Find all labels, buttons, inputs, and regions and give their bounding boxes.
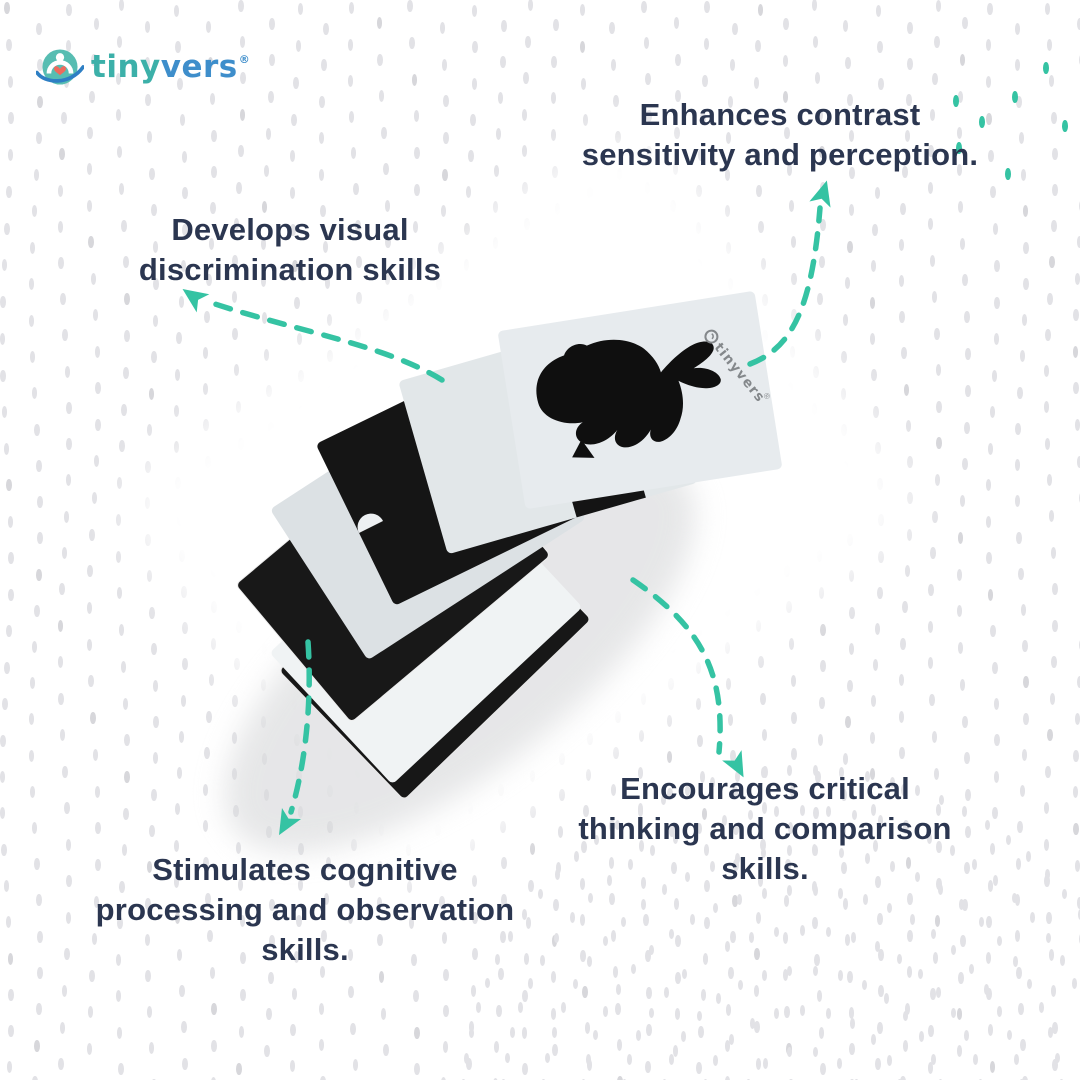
benefit-line: Develops visual (171, 212, 409, 247)
benefit-line: discrimination skills (138, 252, 442, 287)
registered-mark: ® (238, 52, 251, 66)
benefit-line: skills. (721, 851, 809, 886)
rabbit-silhouette (536, 339, 721, 458)
logo-text-vers: vers (160, 48, 238, 85)
benefit-line: thinking and comparison (578, 811, 952, 846)
benefit-line: sensitivity and perception. (581, 137, 979, 172)
benefit-line: Stimulates cognitive (152, 852, 458, 887)
benefit-line: processing and observation (95, 892, 515, 927)
logo-text-tiny: tiny (91, 48, 161, 85)
benefit-cognitive-processing: Stimulates cognitive processing and obse… (55, 850, 555, 970)
benefit-line: Enhances contrast (639, 97, 921, 132)
benefit-visual-discrimination: Develops visual discrimination skills (40, 210, 540, 290)
benefit-critical-thinking: Encourages critical thinking and compari… (515, 769, 1015, 889)
benefit-line: Encourages critical (620, 771, 910, 806)
brand-logo: tinyvers® (36, 44, 250, 90)
benefit-line: skills. (261, 932, 349, 967)
svg-text:®: ® (761, 391, 772, 401)
brand-logo-wordmark: tinyvers® (91, 48, 251, 85)
benefit-enhances-contrast: Enhances contrast sensitivity and percep… (530, 95, 1030, 175)
flash-card-rabbit: tinyvers ® (498, 291, 782, 509)
brand-logo-mark-icon (36, 49, 84, 85)
card-circle-cutout (357, 513, 383, 533)
